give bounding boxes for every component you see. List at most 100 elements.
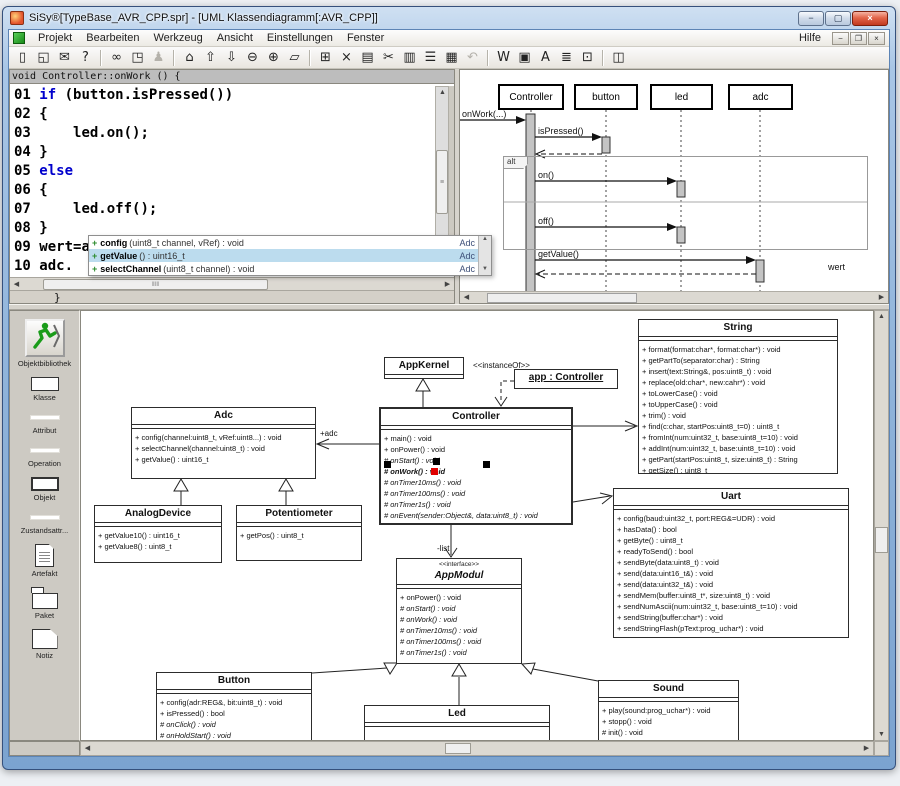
sidebar-item-artefakt[interactable]: Artefakt: [32, 544, 58, 578]
edit-window-icon[interactable]: ◳: [127, 48, 148, 67]
sidebar-item-zustandsattr[interactable]: Zustandsattr...: [21, 511, 69, 535]
selection-handle[interactable]: [483, 461, 490, 468]
diagram-vertical-scrollbar[interactable]: ▲ ▼: [874, 310, 889, 741]
operation: # onTimer100ms() : void: [400, 636, 518, 647]
scroll-down-arrow[interactable]: ▼: [479, 266, 491, 275]
navigate-up-icon[interactable]: ⇧: [200, 48, 221, 67]
sidebar-item-klasse[interactable]: Klasse: [31, 377, 59, 402]
scroll-thumb[interactable]: ‖‖‖: [43, 279, 268, 290]
scroll-thumb[interactable]: ≡: [436, 150, 448, 214]
class-adc[interactable]: Adc+ config(channel:uint8_t, vRef:uint8.…: [131, 407, 316, 479]
word-export-icon[interactable]: W: [493, 48, 514, 67]
scroll-up-arrow[interactable]: ▲: [875, 311, 888, 322]
object-library-button[interactable]: [25, 319, 65, 357]
sidebar-item-operation[interactable]: Operation: [28, 444, 61, 468]
selection-handle[interactable]: [433, 458, 440, 465]
code-horizontal-scrollbar[interactable]: ◀ ‖‖‖ ▶: [10, 277, 454, 290]
mdi-close-button[interactable]: ×: [868, 32, 885, 45]
sequence-horizontal-scrollbar[interactable]: ◀ ▶: [460, 291, 888, 303]
cut-icon[interactable]: ✂: [378, 48, 399, 67]
search-binoculars-icon[interactable]: ∞: [106, 48, 127, 67]
menu-einstellungen[interactable]: Einstellungen: [260, 31, 340, 45]
zoom-out-icon[interactable]: ⊖: [242, 48, 263, 67]
home-icon[interactable]: ⌂: [179, 48, 200, 67]
open-project-icon[interactable]: ◱: [33, 48, 54, 67]
titlebar[interactable]: SiSy®[TypeBase_AVR_CPP.spr] - [UML Klass…: [8, 7, 890, 29]
export-document-icon[interactable]: ⊡: [577, 48, 598, 67]
class-string[interactable]: String+ format(format:char*, format:char…: [638, 319, 838, 474]
class-sound[interactable]: Sound+ play(sound:prog_uchar*) : void+ s…: [598, 680, 739, 741]
completion-item[interactable]: +config(uint8_t channel, vRef) : voidAdc: [89, 236, 478, 249]
delete-icon[interactable]: ×: [336, 48, 357, 67]
scroll-thumb[interactable]: [875, 527, 888, 553]
maximize-button[interactable]: ▢: [825, 11, 851, 26]
scroll-right-arrow[interactable]: ▶: [860, 743, 873, 754]
menu-projekt[interactable]: Projekt: [31, 31, 79, 45]
diagram-horizontal-scrollbar[interactable]: ◀ ▶: [80, 741, 874, 756]
scroll-left-arrow[interactable]: ◀: [10, 279, 23, 290]
zoom-in-icon[interactable]: ⊕: [263, 48, 284, 67]
class-diagram-canvas[interactable]: AppKernel app : ControllerController+ mai…: [80, 310, 874, 741]
print-icon[interactable]: ▣: [514, 48, 535, 67]
copy-icon[interactable]: ▤: [357, 48, 378, 67]
selection-handle[interactable]: [384, 461, 391, 468]
class-appkernel[interactable]: AppKernel: [384, 357, 464, 379]
menu-hilfe[interactable]: Hilfe: [792, 31, 828, 45]
selection-handle-active[interactable]: [431, 468, 438, 475]
class-appmodul[interactable]: <<interface>>AppModul+ onPower() : void#…: [396, 558, 522, 664]
new-object-icon[interactable]: ⊞: [315, 48, 336, 67]
table-icon[interactable]: ▦: [441, 48, 462, 67]
menu-werkzeug[interactable]: Werkzeug: [146, 31, 209, 45]
book-icon[interactable]: ◫: [608, 48, 629, 67]
class-button[interactable]: Button+ config(adr:REG&, bit:uint8_t) : …: [156, 672, 312, 741]
code-completion-popup[interactable]: +config(uint8_t channel, vRef) : voidAdc…: [88, 235, 492, 276]
sidebar-item-paket[interactable]: Paket: [32, 587, 58, 620]
class-uart[interactable]: Uart+ config(baud:uint32_t, port:REG&=UD…: [613, 488, 849, 638]
scroll-thumb[interactable]: [487, 293, 637, 303]
line-number: 05: [10, 163, 39, 179]
class-led[interactable]: Led: [364, 705, 550, 741]
mdi-restore-button[interactable]: ❐: [850, 32, 867, 45]
alt-fragment[interactable]: alt: [503, 156, 868, 250]
class-controller[interactable]: Controller+ main() : void+ onPower() : v…: [379, 407, 573, 525]
close-button[interactable]: ×: [852, 11, 888, 26]
menu-ansicht[interactable]: Ansicht: [210, 31, 260, 45]
scroll-down-arrow[interactable]: ▼: [875, 729, 888, 740]
sidebar-item-attribut[interactable]: Attribut: [30, 411, 60, 435]
completion-item[interactable]: +getValue() : uint16_tAdc: [89, 249, 478, 262]
navigate-down-icon[interactable]: ⇩: [221, 48, 242, 67]
sequence-diagram-panel[interactable]: alt Controllerbuttonledadc onWork(...)is…: [459, 69, 889, 304]
diagram-icon[interactable]: ▱: [284, 48, 305, 67]
list-icon[interactable]: ☰: [420, 48, 441, 67]
scroll-right-arrow[interactable]: ▶: [441, 279, 454, 290]
font-icon[interactable]: A: [535, 48, 556, 67]
scroll-left-arrow[interactable]: ◀: [81, 743, 94, 754]
new-document-icon[interactable]: ▯: [12, 48, 33, 67]
class-potentiometer[interactable]: Potentiometer+ getPos() : uint8_t: [236, 505, 362, 561]
scroll-thumb[interactable]: [445, 743, 471, 754]
mail-icon[interactable]: ✉: [54, 48, 75, 67]
paste-icon[interactable]: ▥: [399, 48, 420, 67]
scroll-up-arrow[interactable]: ▲: [479, 236, 491, 245]
menu-fenster[interactable]: Fenster: [340, 31, 391, 45]
align-icon[interactable]: ≣: [556, 48, 577, 67]
sidebar-item-objektbibliothek[interactable]: Objektbibliothek: [18, 319, 71, 368]
sidebar-item-notiz[interactable]: Notiz: [32, 629, 58, 660]
scroll-up-arrow[interactable]: ▲: [436, 87, 449, 98]
sidebar-item-objekt[interactable]: Objekt: [31, 477, 59, 502]
lifeline-button[interactable]: button: [574, 84, 638, 110]
lifeline-led[interactable]: led: [650, 84, 713, 110]
minimize-button[interactable]: −: [798, 11, 824, 26]
popup-scrollbar[interactable]: ▲ ▼: [478, 236, 491, 275]
scroll-right-arrow[interactable]: ▶: [875, 292, 888, 303]
class-analogdevice[interactable]: AnalogDevice+ getValue10() : uint16_t+ g…: [94, 505, 222, 563]
lifeline-adc[interactable]: adc: [728, 84, 793, 110]
menu-bearbeiten[interactable]: Bearbeiten: [79, 31, 146, 45]
help-icon[interactable]: ?: [75, 48, 96, 67]
mdi-minimize-button[interactable]: −: [832, 32, 849, 45]
completion-item[interactable]: +selectChannel(uint8_t channel) : voidAd…: [89, 262, 478, 275]
class-name: Sound: [599, 681, 738, 698]
app-object[interactable]: app : Controller: [514, 369, 618, 389]
scroll-left-arrow[interactable]: ◀: [460, 292, 473, 303]
lifeline-Controller[interactable]: Controller: [498, 84, 564, 110]
